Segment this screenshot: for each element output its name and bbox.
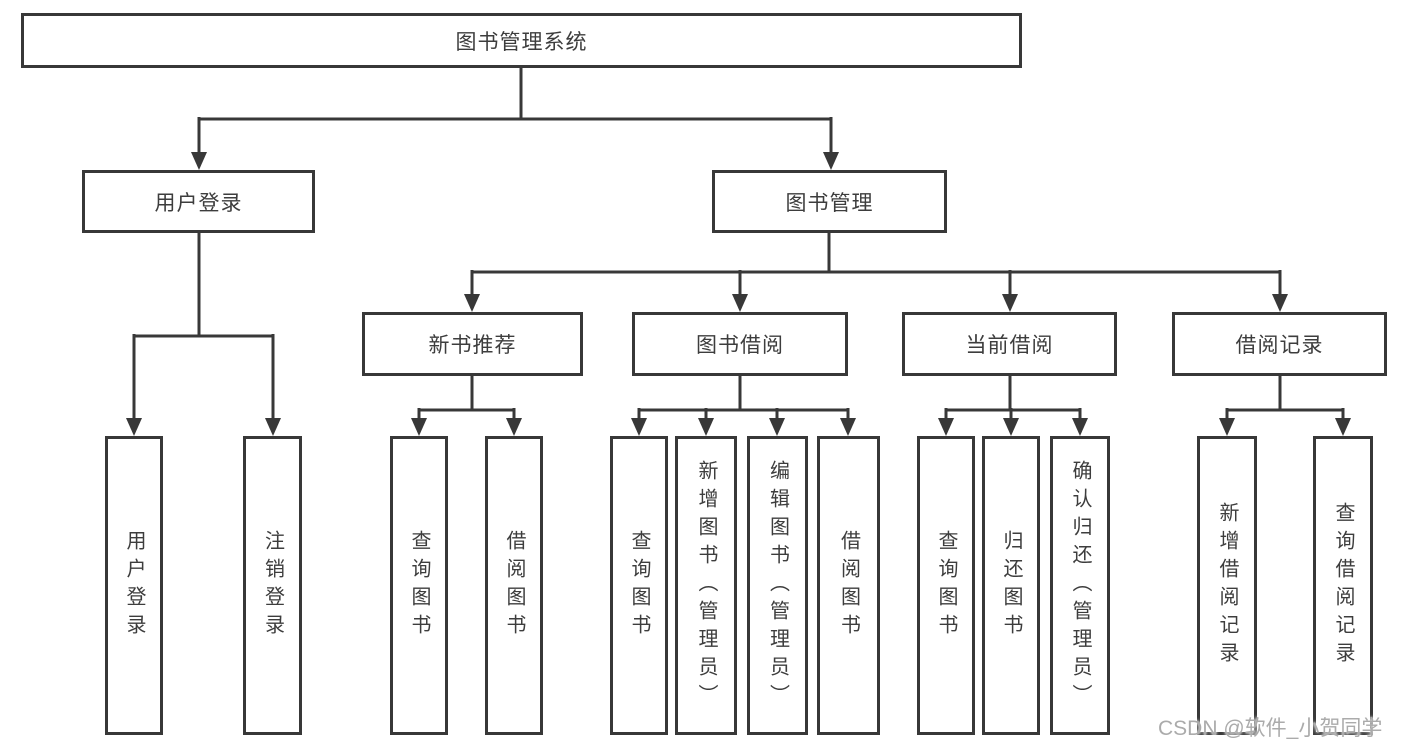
node-current-borrow: 当前借阅 bbox=[902, 312, 1117, 376]
node-borrow-records-label: 借阅记录 bbox=[1235, 334, 1324, 357]
node-book-management-label: 图书管理 bbox=[785, 191, 874, 215]
leaf-query-borrow-record-label: 查询借阅记录 bbox=[1332, 501, 1354, 670]
leaf-query-borrow-record: 查询借阅记录 bbox=[1313, 436, 1373, 735]
watermark: CSDN @软件_小贺同学 bbox=[1158, 717, 1383, 740]
leaf-user-login: 用户登录 bbox=[105, 436, 163, 735]
leaf-edit-books-admin-label: 编辑图书（管理员） bbox=[766, 459, 789, 712]
connector-book-mgmt bbox=[470, 231, 1282, 296]
leaf-confirm-return-admin: 确认归还（管理员） bbox=[1050, 436, 1110, 735]
leaf-confirm-return-admin-label: 确认归还（管理员） bbox=[1069, 459, 1091, 712]
leaf-add-books-admin: 新增图书（管理员） bbox=[675, 436, 737, 735]
node-library-system: 图书管理系统 bbox=[21, 13, 1022, 68]
connector-new-book-rec bbox=[417, 375, 516, 420]
node-book-management: 图书管理 bbox=[712, 170, 947, 233]
leaf-logout-label: 注销登录 bbox=[261, 529, 284, 642]
leaf-borrow-books-recommend: 借阅图书 bbox=[485, 436, 543, 735]
connector-root bbox=[197, 66, 833, 155]
connector-borrow-records bbox=[1225, 375, 1345, 420]
leaf-add-borrow-record-label: 新增借阅记录 bbox=[1216, 501, 1238, 670]
leaf-query-books-borrow-label: 查询图书 bbox=[628, 529, 650, 642]
connector-book-borrow bbox=[637, 375, 850, 420]
leaf-query-books-current: 查询图书 bbox=[917, 436, 975, 735]
node-book-borrow-label: 图书借阅 bbox=[696, 334, 784, 357]
node-new-book-recommend-label: 新书推荐 bbox=[428, 334, 517, 357]
connector-user-login bbox=[132, 231, 275, 420]
leaf-query-books-recommend-label: 查询图书 bbox=[408, 529, 430, 642]
leaf-logout: 注销登录 bbox=[243, 436, 302, 735]
leaf-query-books-current-label: 查询图书 bbox=[935, 529, 957, 642]
leaf-borrow-books-recommend-label: 借阅图书 bbox=[503, 529, 525, 642]
node-library-system-label: 图书管理系统 bbox=[455, 30, 588, 54]
leaf-query-books-borrow: 查询图书 bbox=[610, 436, 668, 735]
leaf-add-borrow-record: 新增借阅记录 bbox=[1197, 436, 1257, 735]
leaf-query-books-recommend: 查询图书 bbox=[390, 436, 448, 735]
node-borrow-records: 借阅记录 bbox=[1172, 312, 1387, 376]
leaf-return-books: 归还图书 bbox=[982, 436, 1040, 735]
leaf-edit-books-admin: 编辑图书（管理员） bbox=[747, 436, 808, 735]
node-current-borrow-label: 当前借阅 bbox=[965, 334, 1054, 357]
node-user-login: 用户登录 bbox=[82, 170, 315, 233]
node-book-borrow: 图书借阅 bbox=[632, 312, 848, 376]
connector-current-borrow bbox=[944, 375, 1082, 420]
leaf-return-books-label: 归还图书 bbox=[1000, 529, 1022, 642]
leaf-borrow-books: 借阅图书 bbox=[817, 436, 880, 735]
leaf-user-login-label: 用户登录 bbox=[123, 529, 145, 642]
leaf-borrow-books-label: 借阅图书 bbox=[837, 529, 860, 642]
leaf-add-books-admin-label: 新增图书（管理员） bbox=[695, 459, 717, 712]
node-user-login-label: 用户登录 bbox=[154, 191, 243, 215]
node-new-book-recommend: 新书推荐 bbox=[362, 312, 583, 376]
